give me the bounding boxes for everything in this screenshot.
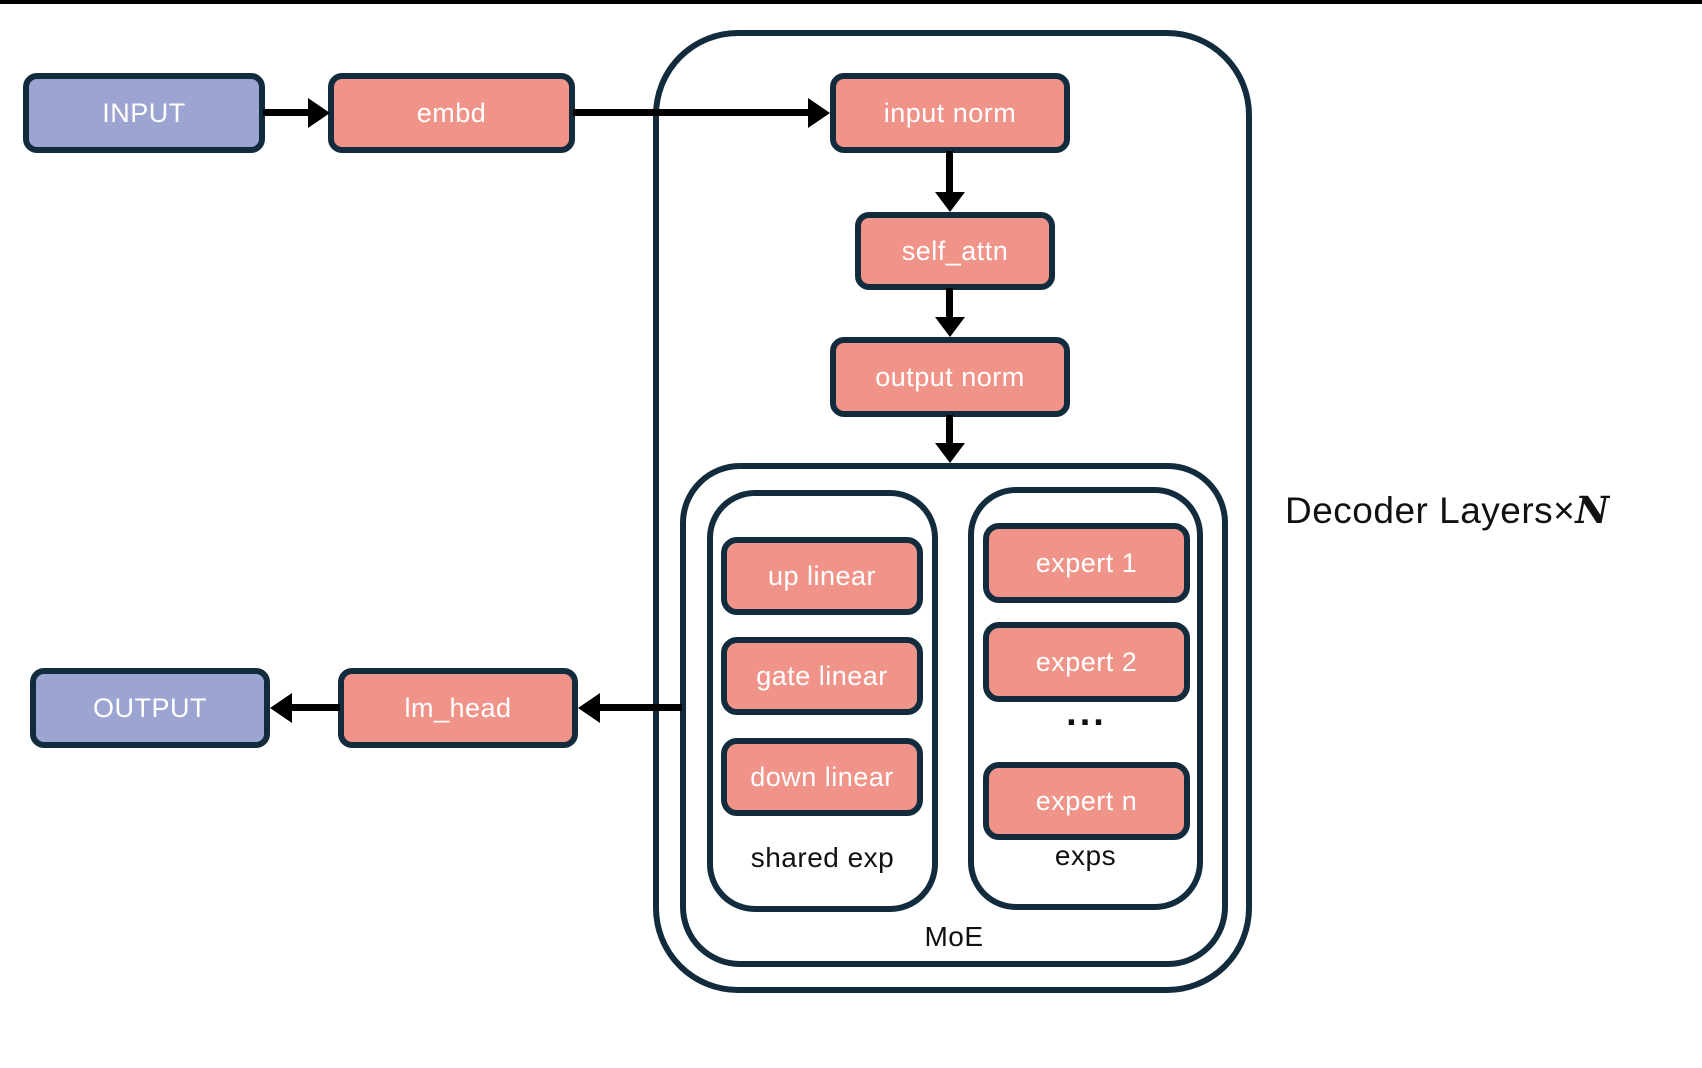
input-node: INPUT xyxy=(23,73,265,153)
arrow-embd-to-inputnorm-head xyxy=(808,98,830,128)
embd-node: embd xyxy=(328,73,575,153)
decoder-layers-container xyxy=(653,30,1252,993)
gate-linear-node: gate linear xyxy=(721,637,923,715)
decoder-layers-caption-n: N xyxy=(1575,488,1610,532)
decoder-layers-caption-text: Decoder Layers× xyxy=(1285,490,1576,531)
arrow-embd-to-inputnorm-line xyxy=(573,109,810,116)
arrow-inputnorm-to-selfattn-head xyxy=(935,192,965,212)
exps-container: exps xyxy=(968,487,1203,910)
output-norm-node: output norm xyxy=(830,337,1070,417)
shared-exp-container: shared exp xyxy=(707,490,938,912)
expert-1-node: expert 1 xyxy=(983,523,1190,603)
expert-n-node: expert n xyxy=(983,762,1190,840)
arrow-moe-to-lmhead-line xyxy=(598,704,682,711)
up-linear-node: up linear xyxy=(721,537,923,615)
arrow-selfattn-to-outputnorm-line xyxy=(946,288,953,318)
arrow-lmhead-to-output-line xyxy=(290,704,340,711)
down-linear-node: down linear xyxy=(721,738,923,816)
top-border-line xyxy=(0,0,1702,4)
arrow-outputnorm-to-moe-line xyxy=(946,415,953,444)
output-node: OUTPUT xyxy=(30,668,270,748)
arrow-inputnorm-to-selfattn-line xyxy=(946,151,953,193)
self-attn-node: self_attn xyxy=(855,212,1055,290)
arrow-moe-to-lmhead-head xyxy=(578,693,600,723)
lm-head-node: lm_head xyxy=(338,668,578,748)
arrow-selfattn-to-outputnorm-head xyxy=(935,317,965,337)
arrow-outputnorm-to-moe-head xyxy=(935,443,965,463)
expert-2-node: expert 2 xyxy=(983,622,1190,702)
arrow-lmhead-to-output-head xyxy=(270,693,292,723)
input-norm-node: input norm xyxy=(830,73,1070,153)
moe-label: MoE xyxy=(924,921,984,952)
arrow-input-to-embd-line xyxy=(263,109,310,116)
decoder-layers-caption: Decoder Layers×N xyxy=(1285,488,1610,532)
arrow-input-to-embd-head xyxy=(308,98,330,128)
shared-exp-label: shared exp xyxy=(750,842,895,873)
moe-container: MoE xyxy=(680,463,1228,967)
experts-ellipsis: ... xyxy=(1066,692,1107,734)
exps-label: exps xyxy=(1054,840,1117,871)
